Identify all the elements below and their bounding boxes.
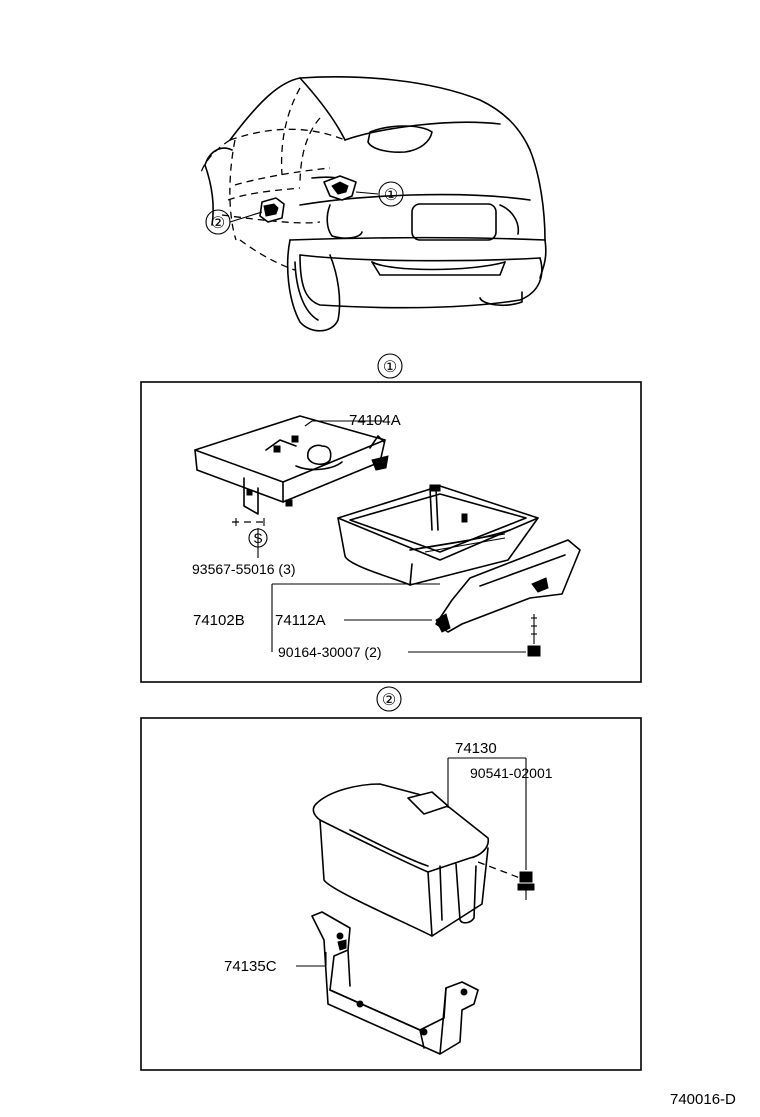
- storage-box-drawing: [337, 484, 539, 586]
- section-two-leaders: [296, 757, 527, 967]
- section-one-frame: [140, 381, 642, 683]
- clip-drawing: S: [232, 518, 268, 558]
- callout-one-car: ①: [378, 181, 404, 207]
- part-label-tray-bracket: 74104A: [349, 412, 401, 429]
- section-one-header: ①: [377, 353, 403, 379]
- callout-two-label: ②: [211, 215, 225, 232]
- part-label-screw: 90164-30007 (2): [278, 644, 382, 660]
- part-label-cover: 74112A: [275, 612, 326, 629]
- part-label-fastener: 90541-02001: [470, 765, 553, 781]
- console-box-drawing: [312, 783, 490, 937]
- section-one-leaders: [271, 583, 526, 653]
- callout-two-car: ②: [205, 209, 231, 235]
- section-two-frame: [140, 717, 642, 1071]
- part-label-clip: 93567-55016 (3): [192, 561, 296, 577]
- section-one-number: ①: [383, 359, 397, 376]
- section-two-header: ②: [376, 686, 402, 712]
- car-illustration: [199, 76, 547, 332]
- tray-bracket-drawing: [194, 415, 389, 515]
- part-label-console-box: 74130: [455, 740, 497, 757]
- part-label-box: 74102B: [193, 612, 245, 629]
- section-two-number: ②: [382, 692, 396, 709]
- screw-drawing: [527, 614, 541, 657]
- callout-one-label: ①: [384, 187, 398, 204]
- fastener-drawing: [477, 861, 535, 900]
- diagram-code: 740016-D: [670, 1091, 736, 1108]
- clip-symbol: S: [253, 530, 262, 546]
- cover-drawing: [435, 539, 581, 633]
- part-label-bracket: 74135C: [224, 958, 277, 975]
- mount-bracket-drawing: [311, 911, 479, 1055]
